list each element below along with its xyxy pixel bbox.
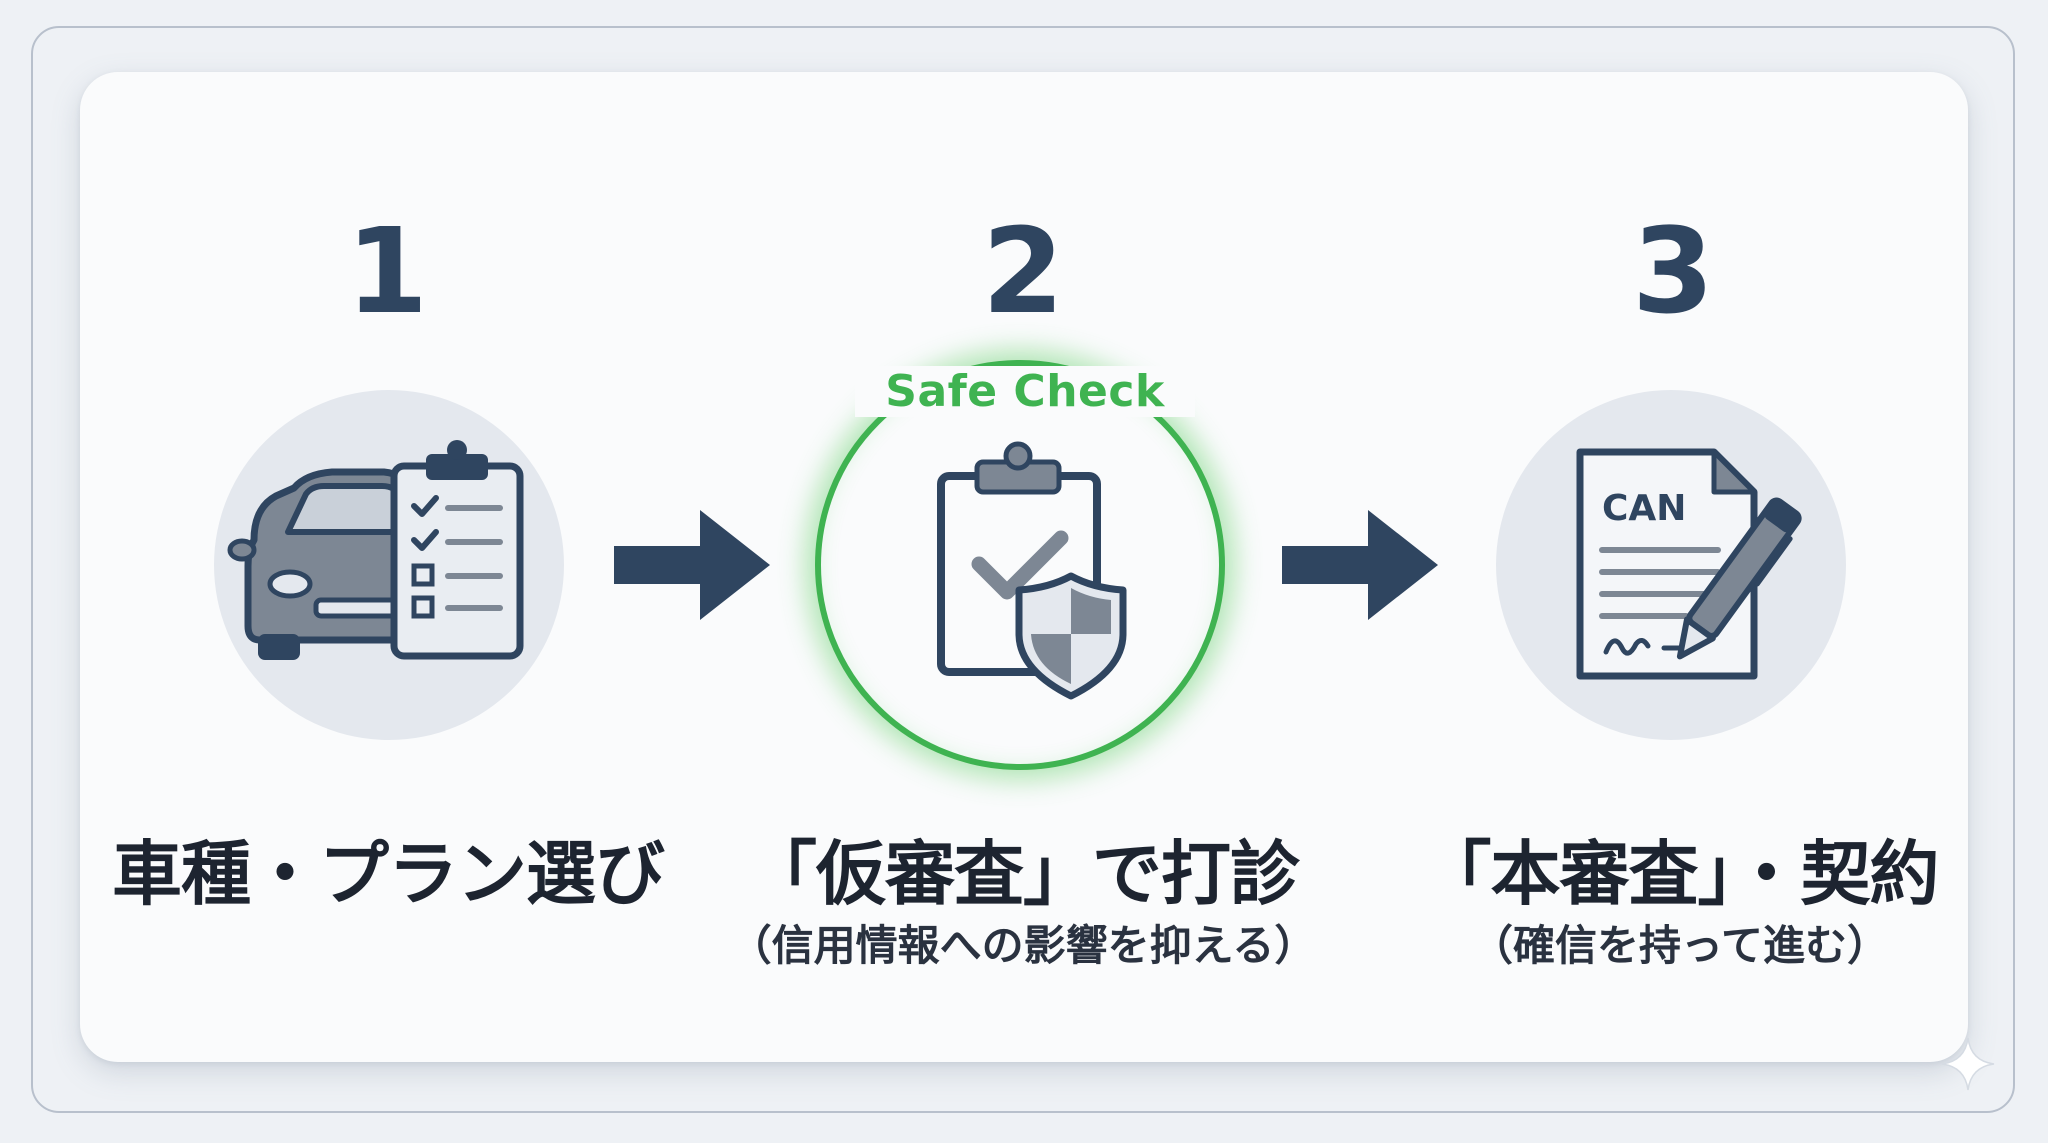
step-2-subtitle: （信用情報への影響を抑える）	[729, 921, 1317, 970]
step-1-number: 1	[345, 202, 429, 340]
step-3-title: 「本審査」・契約	[1421, 833, 1940, 915]
outer-frame	[31, 26, 2015, 1113]
step-2-title: 「仮審査」で打診	[747, 833, 1300, 915]
safe-check-ring	[815, 360, 1225, 770]
safe-check-badge: Safe Check	[855, 366, 1195, 417]
step-1-icon-circle	[214, 390, 564, 740]
step-2-number: 2	[981, 202, 1065, 340]
document-label: CAN	[1602, 488, 1686, 529]
contract-pen-icon: CAN	[1576, 448, 1802, 680]
step-3-subtitle: （確信を持って進む）	[1471, 921, 1889, 970]
arrow-right-icon	[614, 510, 770, 620]
step-3-icon-circle: CAN	[1496, 390, 1846, 740]
sparkle-icon	[1941, 1037, 1995, 1091]
step-1-title: 車種・プラン選び	[112, 833, 665, 915]
checklist-icon	[390, 440, 524, 660]
arrow-right-icon	[1282, 510, 1438, 620]
car-and-checklist-icon	[227, 440, 524, 660]
clipboard-icon	[937, 441, 1101, 676]
clipboard-shield-icon	[937, 441, 1127, 700]
step-3-number: 3	[1631, 202, 1715, 340]
shield-icon	[1015, 572, 1127, 700]
car-icon	[227, 468, 432, 660]
pen-icon	[1676, 497, 1802, 660]
